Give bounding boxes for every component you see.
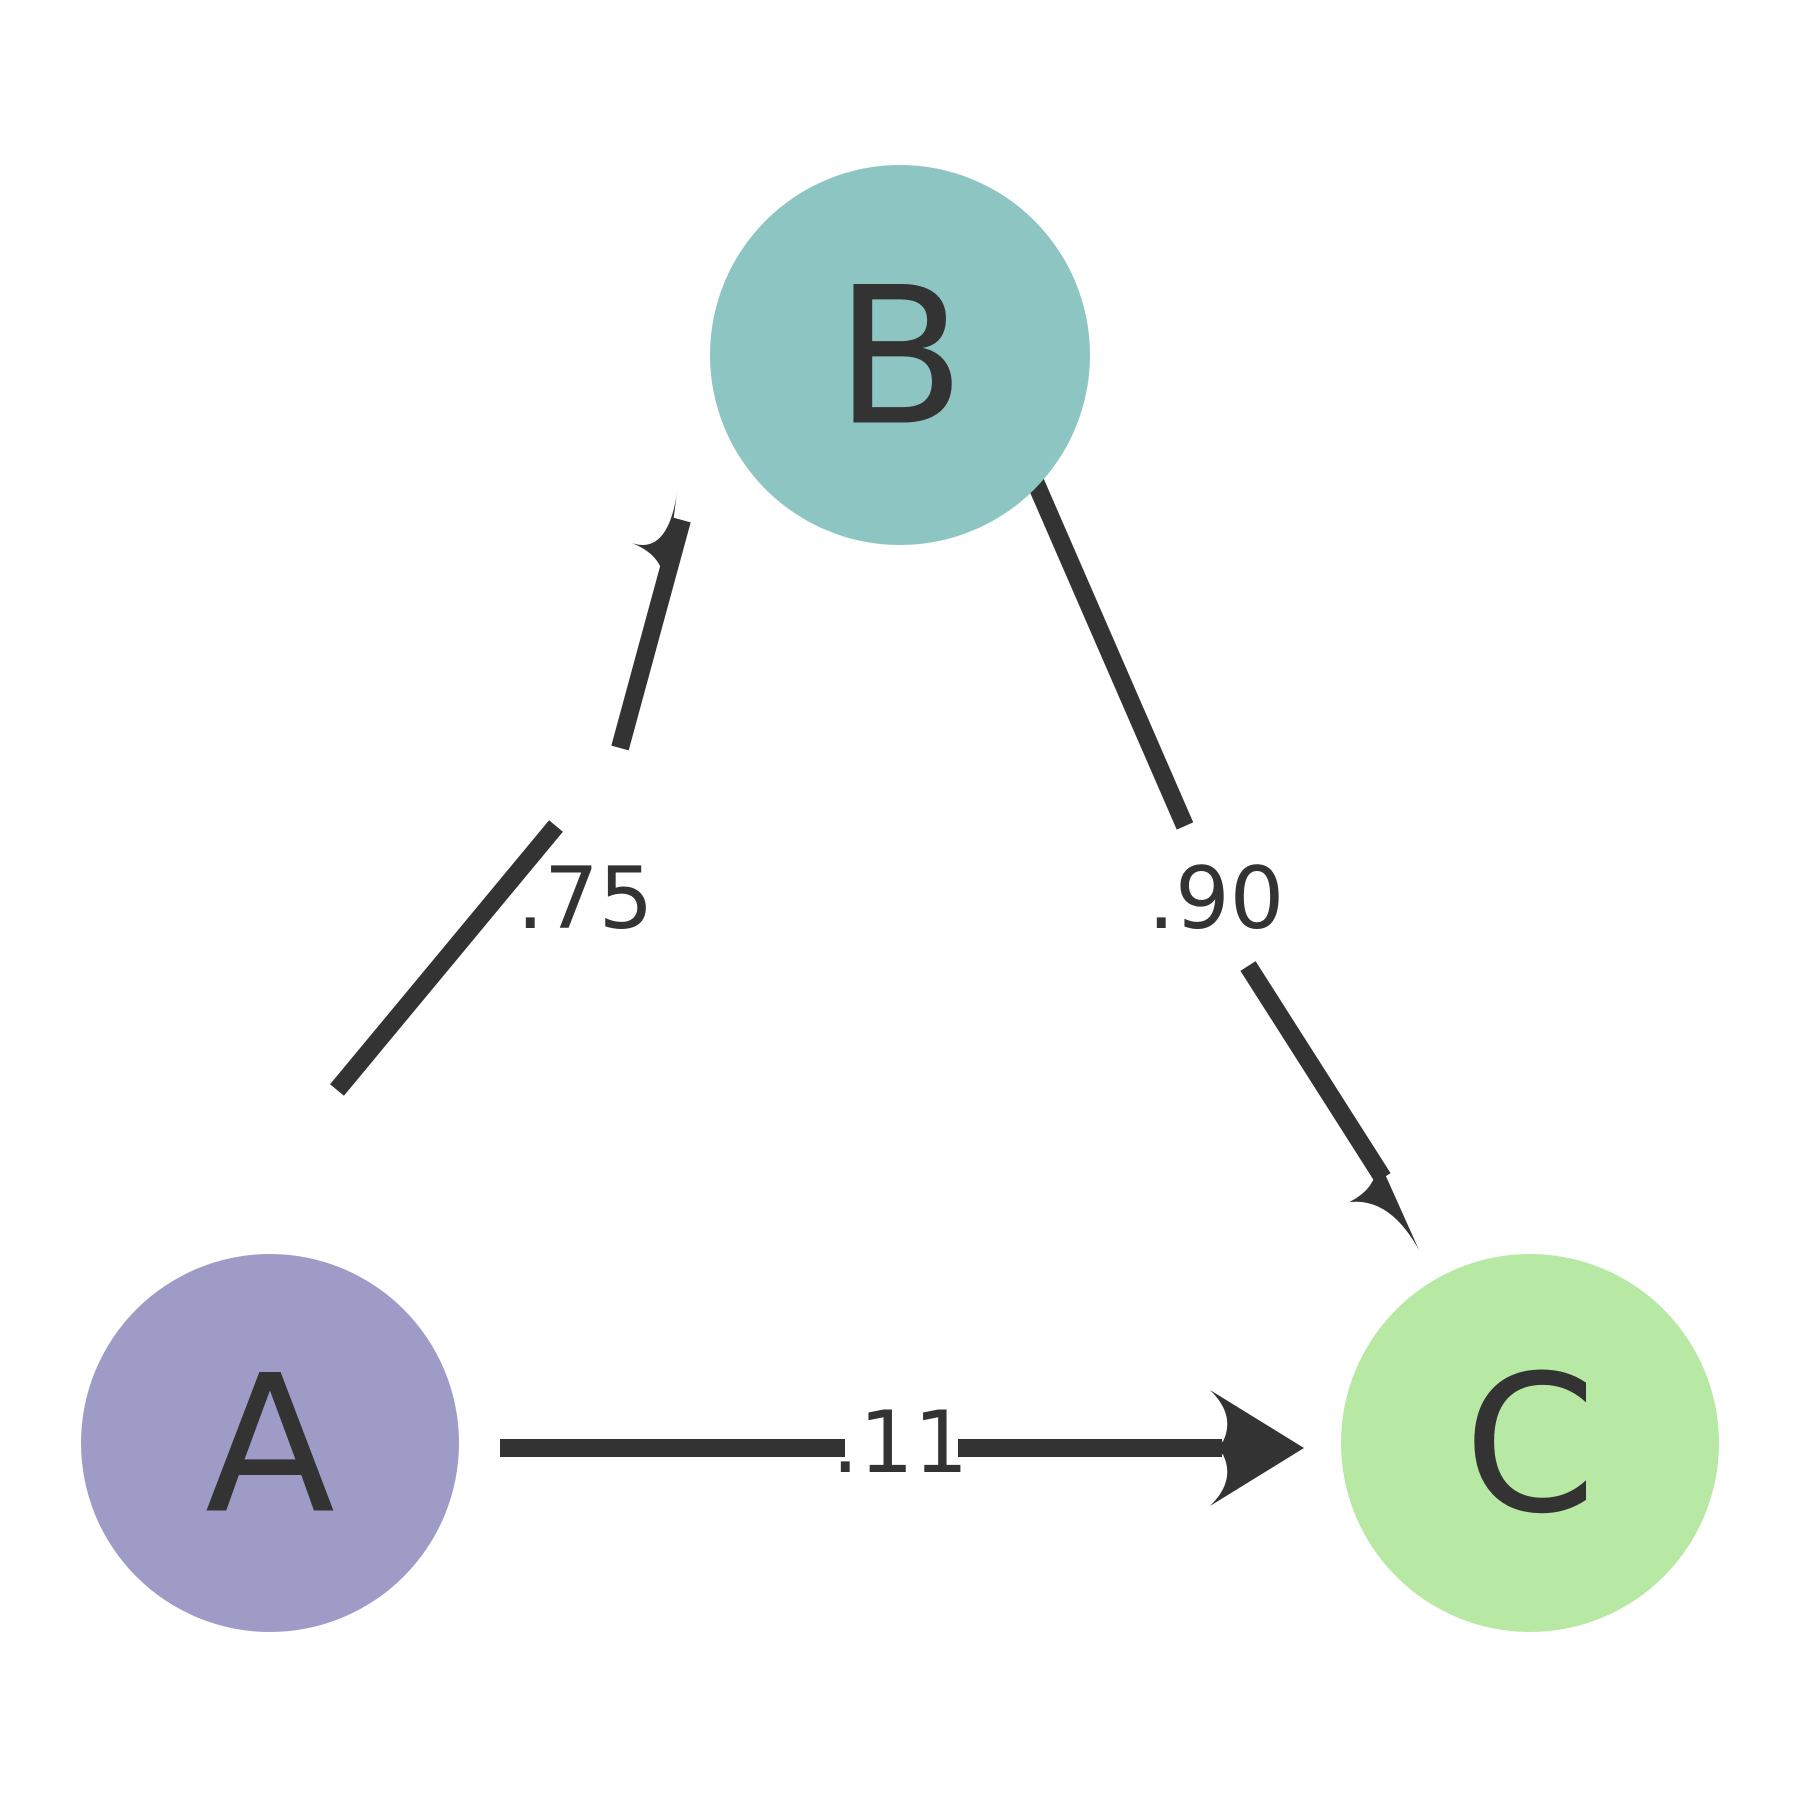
edge-a-c[interactable]: .11 [500, 1390, 1304, 1506]
node-a-circle[interactable] [81, 1254, 459, 1632]
node-c[interactable]: C [1341, 1254, 1719, 1632]
edge-a-c-arrowhead-lower [1210, 1440, 1304, 1506]
node-c-circle[interactable] [1341, 1254, 1719, 1632]
edge-a-b-segment-upper [611, 517, 691, 751]
edge-b-c[interactable]: .90 [1025, 475, 1435, 1250]
node-b[interactable]: B [710, 165, 1090, 545]
node-group: B A C [81, 165, 1719, 1632]
edge-a-b-segment-lower [330, 820, 563, 1096]
edge-b-c-segment-upper [1025, 475, 1194, 830]
node-b-circle[interactable] [710, 165, 1090, 545]
edge-a-b[interactable]: .75 [330, 485, 693, 1096]
edge-b-c-segment-lower [1240, 961, 1391, 1183]
edge-b-c-arrowhead [1349, 1147, 1419, 1250]
edge-a-c-arrowhead [1210, 1390, 1304, 1456]
node-a[interactable]: A [81, 1254, 459, 1632]
edge-a-c-label: .11 [832, 1393, 969, 1493]
edge-b-c-label: .90 [1148, 849, 1285, 949]
node-a-label: A [205, 1335, 335, 1556]
node-c-label: C [1464, 1335, 1597, 1556]
edge-a-b-arrowhead [631, 485, 678, 597]
edge-a-b-label: .75 [517, 849, 654, 949]
edge-group: .75 .90 .11 [330, 475, 1435, 1506]
node-b-label: B [835, 247, 965, 468]
